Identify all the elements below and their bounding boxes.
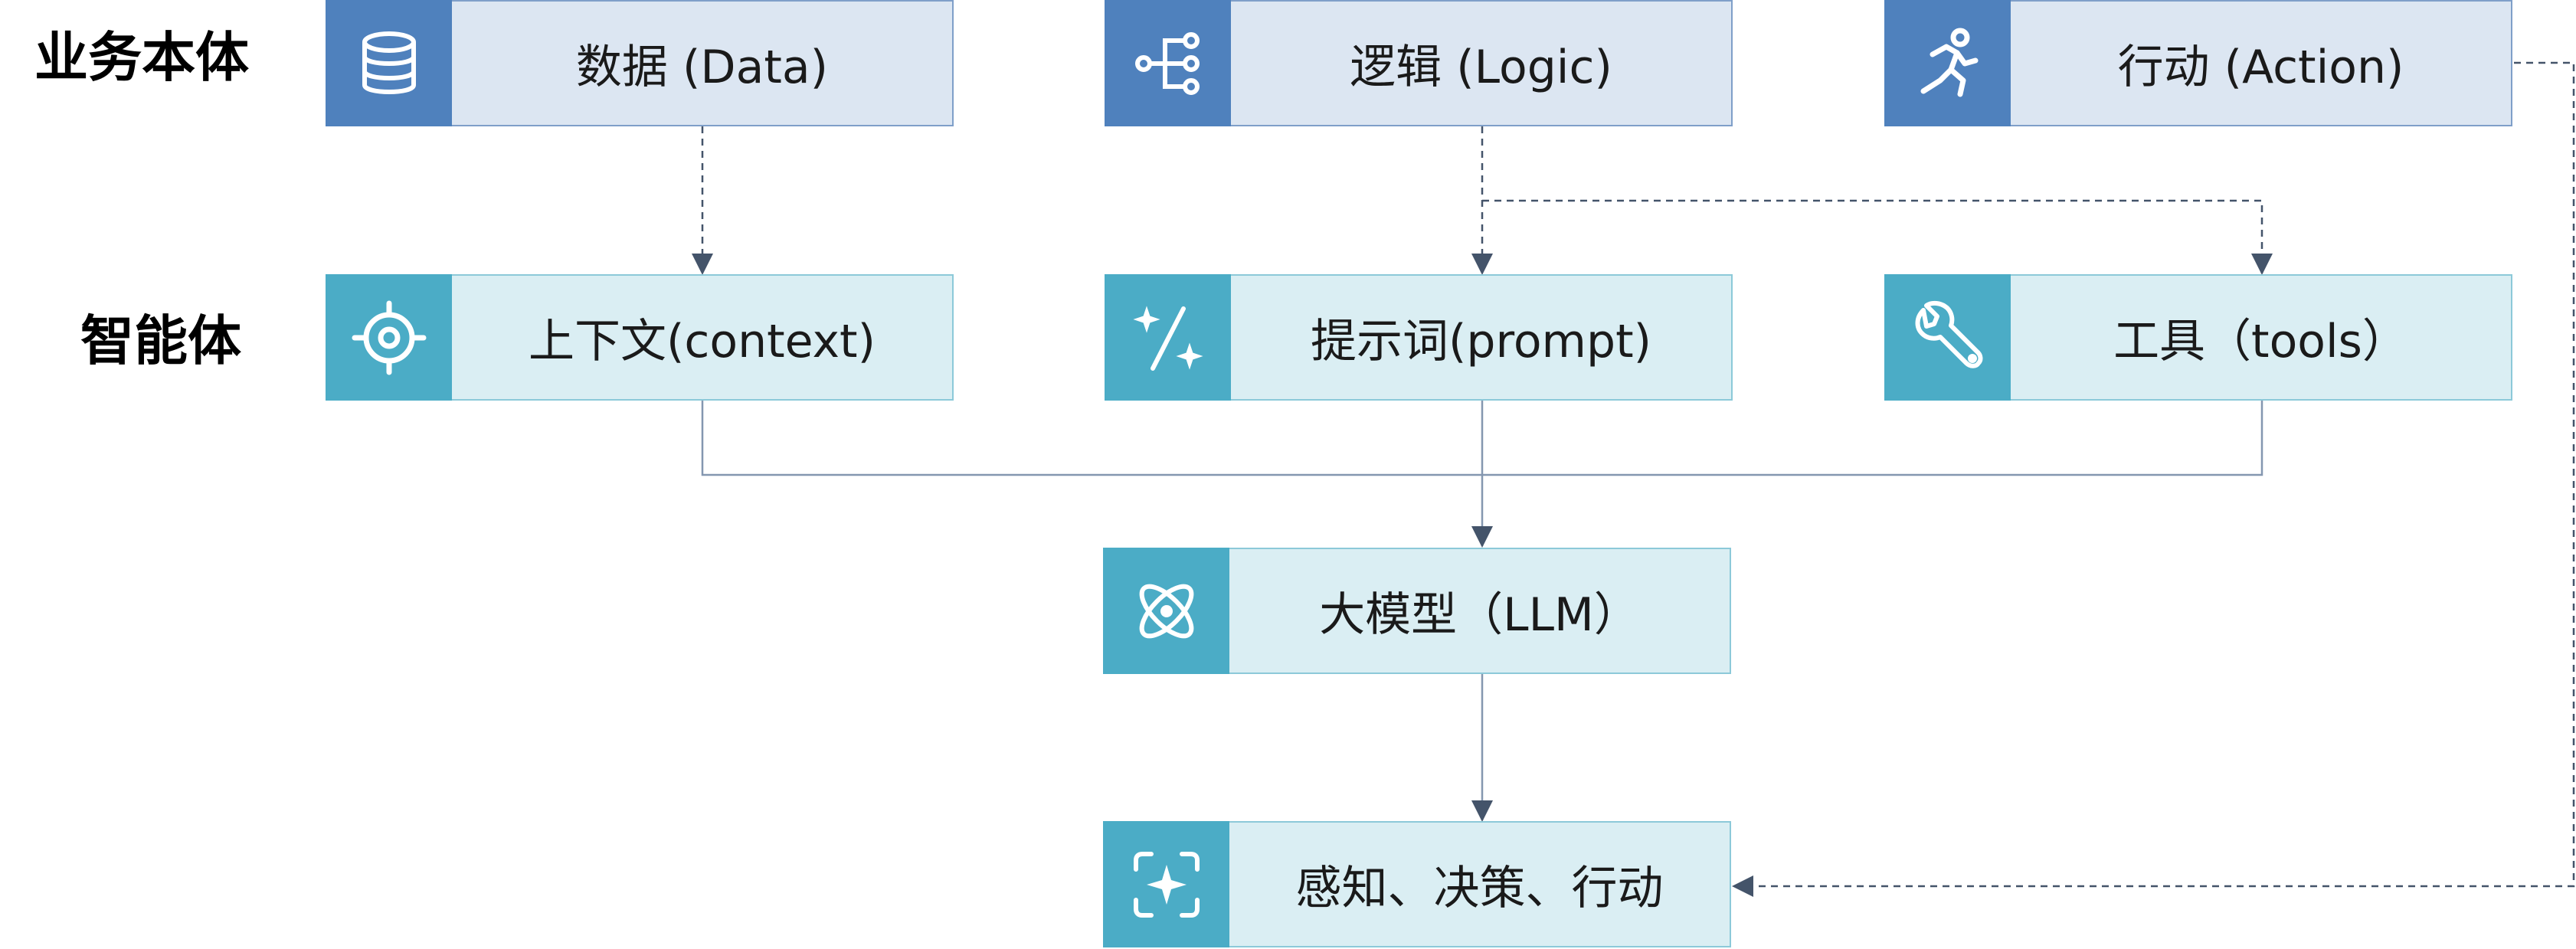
database-icon <box>326 0 452 126</box>
node-prompt-label: 提示词(prompt) <box>1231 274 1733 401</box>
connector-logic-tools <box>1482 199 2273 275</box>
node-action-label: 行动 (Action) <box>2011 0 2512 126</box>
node-tools-label: 工具（tools） <box>2011 274 2512 401</box>
target-icon <box>326 274 452 401</box>
node-logic-label: 逻辑 (Logic) <box>1231 0 1733 126</box>
node-llm-label: 大模型（LLM） <box>1229 548 1731 674</box>
node-output[interactable]: 感知、决策、行动 <box>1103 821 1731 947</box>
connector-action-output <box>1732 61 2575 897</box>
node-context[interactable]: 上下文(context) <box>326 274 954 401</box>
hierarchy-icon <box>1105 0 1231 126</box>
node-logic[interactable]: 逻辑 (Logic) <box>1105 0 1733 126</box>
row-label-business: 业务本体 <box>34 26 249 89</box>
node-context-label: 上下文(context) <box>452 274 954 401</box>
sparkle-frame-icon <box>1103 821 1229 947</box>
node-data[interactable]: 数据 (Data) <box>326 0 954 126</box>
node-llm[interactable]: 大模型（LLM） <box>1103 548 1731 674</box>
node-prompt[interactable]: 提示词(prompt) <box>1105 274 1733 401</box>
wrench-icon <box>1884 274 2011 401</box>
row-label-agent: 智能体 <box>80 309 241 372</box>
magic-wand-icon <box>1105 274 1231 401</box>
connector-context-llm <box>701 401 1482 476</box>
connector-tools-llm <box>1482 401 2263 476</box>
node-action[interactable]: 行动 (Action) <box>1884 0 2512 126</box>
node-output-label: 感知、决策、行动 <box>1229 821 1731 947</box>
node-tools[interactable]: 工具（tools） <box>1884 274 2512 401</box>
node-data-label: 数据 (Data) <box>452 0 954 126</box>
running-person-icon <box>1884 0 2011 126</box>
atom-icon <box>1103 548 1229 674</box>
